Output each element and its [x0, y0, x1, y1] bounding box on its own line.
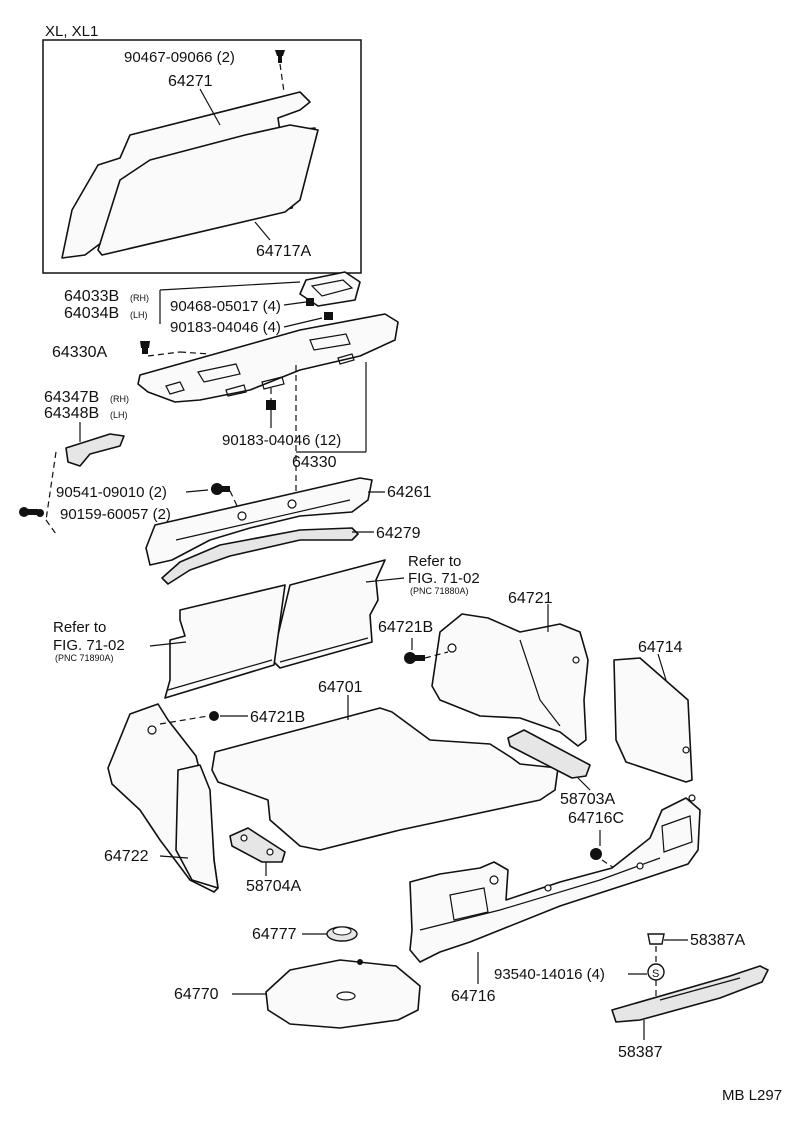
part-64722-liner-shape: [175, 764, 219, 889]
label-64034B: 64034B: [64, 305, 119, 322]
inset-frame: [42, 39, 362, 274]
clip-90468-icon: [306, 298, 314, 306]
ref1-line1: Refer to: [408, 553, 461, 570]
label-90183b: 90183-04046 (12): [222, 432, 341, 449]
cap-58387A-icon: [647, 933, 665, 945]
label-64721B-b: 64721B: [250, 709, 305, 726]
label-90541: 90541-09010 (2): [56, 484, 167, 501]
label-64279: 64279: [376, 525, 421, 542]
part-64717A-shape: [97, 124, 319, 256]
screw-90541-icon: [211, 483, 230, 495]
label-64722: 64722: [104, 848, 149, 865]
label-58704A: 58704A: [246, 878, 301, 895]
label-90159: 90159-60057 (2): [60, 506, 171, 523]
part-64033B-cover-shape: [299, 271, 361, 307]
clip-64716C-icon: [590, 848, 602, 860]
clip-64330A-icon: [140, 341, 150, 354]
label-64271: 64271: [168, 73, 213, 90]
part-rear-board-right-shape: [271, 559, 386, 669]
label-64716: 64716: [451, 988, 496, 1005]
label-58387: 58387: [618, 1044, 663, 1061]
part-64279-strip-shape: [161, 527, 359, 585]
label-64348B: 64348B: [44, 405, 99, 422]
ref1-pnc: (PNC 71880A): [410, 586, 469, 596]
label-90183a: 90183-04046 (4): [170, 319, 281, 336]
part-58703A-bracket-shape: [507, 729, 591, 779]
label-64330: 64330: [292, 454, 337, 471]
label-64034B-side: (LH): [130, 310, 148, 320]
screw-93540-icon: S: [647, 963, 665, 981]
part-64721-side-trim-shape: [431, 613, 589, 747]
part-64714-board-shape: [613, 657, 693, 783]
label-64721: 64721: [508, 590, 553, 607]
label-64717A: 64717A: [256, 243, 311, 260]
plug-64777-icon: [326, 926, 358, 942]
label-64347B: 64347B: [44, 389, 99, 406]
label-64777: 64777: [252, 926, 297, 943]
nut-90183-icon: [324, 312, 333, 320]
label-64033B-side: (RH): [130, 293, 149, 303]
label-58387A: 58387A: [690, 932, 745, 949]
bolt-90159-icon: [19, 507, 44, 517]
svg-text:S: S: [652, 968, 659, 980]
diagram-code: MB L297: [722, 1087, 782, 1104]
part-rear-board-left-shape: [164, 584, 286, 699]
ref1-line2: FIG. 71-02: [408, 570, 480, 587]
label-58703A: 58703A: [560, 791, 615, 808]
nut-90183-12-icon: [266, 400, 276, 410]
label-64721B-a: 64721B: [378, 619, 433, 636]
label-64770: 64770: [174, 986, 219, 1003]
part-58704A-bracket-shape: [229, 827, 286, 863]
clip-64721B-a-icon: [404, 652, 425, 664]
clip-90467-icon: [275, 50, 285, 63]
label-64261: 64261: [387, 484, 432, 501]
part-64347B-bracket-shape: [65, 433, 125, 467]
label-64701: 64701: [318, 679, 363, 696]
ref2-line2: FIG. 71-02: [53, 637, 125, 654]
label-64330A: 64330A: [52, 344, 107, 361]
label-90468: 90468-05017 (4): [170, 298, 281, 315]
part-58387-plate-shape: [611, 965, 769, 1023]
part-64770-hole: [336, 991, 356, 1001]
clip-64721B-b-icon: [209, 711, 219, 721]
label-64716C: 64716C: [568, 810, 624, 827]
label-64348B-side: (LH): [110, 410, 128, 420]
label-90467: 90467-09066 (2): [124, 49, 235, 66]
ref2-pnc: (PNC 71890A): [55, 653, 114, 663]
ref2-line1: Refer to: [53, 619, 106, 636]
part-64701-floor-mat-shape: [211, 707, 559, 851]
label-64347B-side: (RH): [110, 394, 129, 404]
inset-title: XL, XL1: [45, 23, 98, 40]
part-64716-rear-trim-shape: [409, 797, 701, 963]
label-93540: 93540-14016 (4): [494, 966, 605, 983]
label-64714: 64714: [638, 639, 683, 656]
label-64033B: 64033B: [64, 288, 119, 305]
